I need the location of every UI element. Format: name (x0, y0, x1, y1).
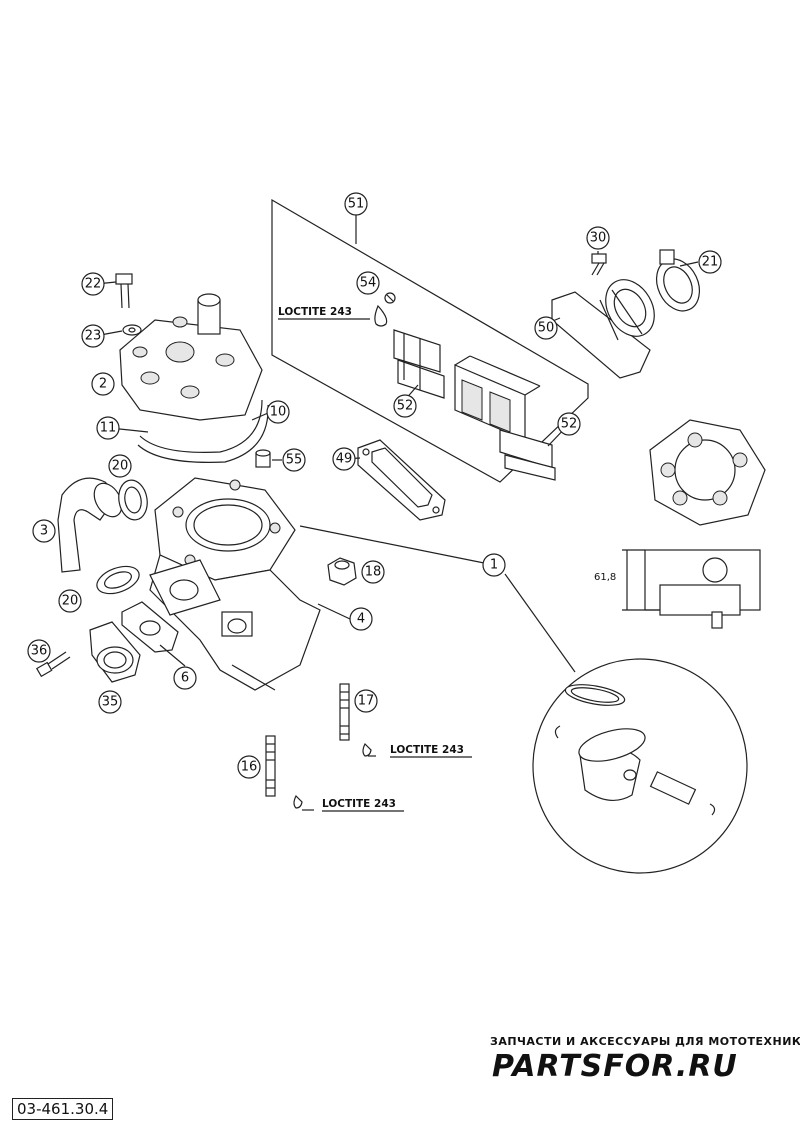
callout-22: 22 (81, 272, 105, 296)
reed-block (454, 355, 541, 441)
washer-23 (122, 324, 142, 336)
svg-text:17: 17 (358, 694, 375, 709)
stud-17 (339, 683, 372, 757)
intake-manifold (551, 279, 655, 379)
reed-petals-lower (499, 429, 556, 481)
callout-11: 11 (96, 416, 120, 440)
loctite-note-top: LOCTITE 243 (278, 306, 352, 318)
hose-clamp-21 (655, 249, 701, 312)
svg-text:35: 35 (102, 695, 119, 710)
reed-gasket-49 (357, 439, 446, 521)
bolt-30 (591, 253, 607, 276)
loctite-note-bottom: LOCTITE 243 (322, 798, 396, 810)
nut-18 (327, 557, 357, 586)
svg-text:54: 54 (360, 276, 377, 291)
screw-54 (374, 292, 396, 327)
callout-2: 2 (91, 372, 115, 396)
height-dimension: 61,8 (594, 572, 616, 583)
cylinder-top-view (649, 419, 766, 526)
watermark-brand: PARTSFOR.RU (492, 1049, 738, 1084)
reed-petals-upper (393, 329, 445, 399)
svg-text:1: 1 (490, 558, 498, 573)
head-gaskets (137, 399, 269, 463)
leader-line-1-piston (504, 573, 576, 673)
exhaust-flange-35 (89, 621, 141, 683)
watermark-tagline: ЗАПЧАСТИ И АКСЕССУАРЫ ДЛЯ МОТОТЕХНИКИ (490, 1035, 800, 1048)
cylinder (149, 477, 321, 691)
cylinder-side-view (622, 549, 761, 629)
callout-20-lower: 20 (58, 589, 82, 613)
svg-text:16: 16 (241, 760, 258, 775)
callout-30: 30 (586, 226, 610, 250)
cylinder-head (119, 293, 263, 421)
exhaust-elbow (57, 477, 123, 573)
callout-50: 50 (534, 316, 558, 340)
piston-detail (504, 573, 748, 874)
head-bolt-22 (115, 273, 133, 309)
svg-text:2: 2 (99, 377, 107, 392)
callout-51: 51 (344, 192, 368, 216)
svg-text:20: 20 (62, 594, 79, 609)
callout-35: 35 (98, 690, 122, 714)
svg-text:52: 52 (561, 417, 578, 432)
callout-17: 17 (354, 689, 378, 713)
reed-valve-kit-outline (271, 198, 589, 483)
callout-3: 3 (32, 519, 56, 543)
svg-text:23: 23 (85, 329, 102, 344)
svg-text:55: 55 (286, 453, 303, 468)
flange-gasket-6 (121, 601, 179, 653)
callout-18: 18 (361, 560, 385, 584)
svg-text:11: 11 (100, 421, 117, 436)
svg-text:22: 22 (85, 277, 102, 292)
callout-21: 21 (698, 250, 722, 274)
svg-text:21: 21 (702, 255, 719, 270)
svg-text:20: 20 (112, 459, 129, 474)
needle-bearing-upper (118, 479, 148, 521)
callout-10: 10 (266, 400, 290, 424)
svg-text:50: 50 (538, 321, 555, 336)
callout-36: 36 (27, 639, 51, 663)
svg-text:6: 6 (181, 671, 189, 686)
callout-23: 23 (81, 324, 105, 348)
callout-49: 49 (332, 447, 356, 471)
needle-bearing-lower (96, 565, 140, 595)
callout-20-upper: 20 (108, 454, 132, 478)
part-number-label: 03-461.30.4 (12, 1098, 114, 1120)
callout-54: 54 (356, 271, 380, 295)
svg-text:4: 4 (357, 612, 365, 627)
svg-text:36: 36 (31, 644, 48, 659)
loctite-note-mid: LOCTITE 243 (390, 744, 464, 756)
callout-55: 55 (282, 448, 306, 472)
flange-bolt-36 (35, 651, 71, 678)
callout-16: 16 (237, 755, 261, 779)
svg-text:51: 51 (348, 197, 365, 212)
svg-text:3: 3 (40, 524, 48, 539)
svg-text:10: 10 (270, 405, 287, 420)
callout-6: 6 (173, 666, 197, 690)
callout-1: 1 (482, 553, 506, 577)
svg-text:52: 52 (397, 399, 414, 414)
callout-52-lower: 52 (557, 412, 581, 436)
svg-text:30: 30 (590, 231, 607, 246)
svg-text:49: 49 (336, 452, 353, 467)
dowel-55 (255, 449, 271, 468)
callout-4: 4 (349, 607, 373, 631)
callout-52-upper: 52 (393, 394, 417, 418)
svg-text:18: 18 (365, 565, 382, 580)
stud-16 (265, 735, 303, 809)
